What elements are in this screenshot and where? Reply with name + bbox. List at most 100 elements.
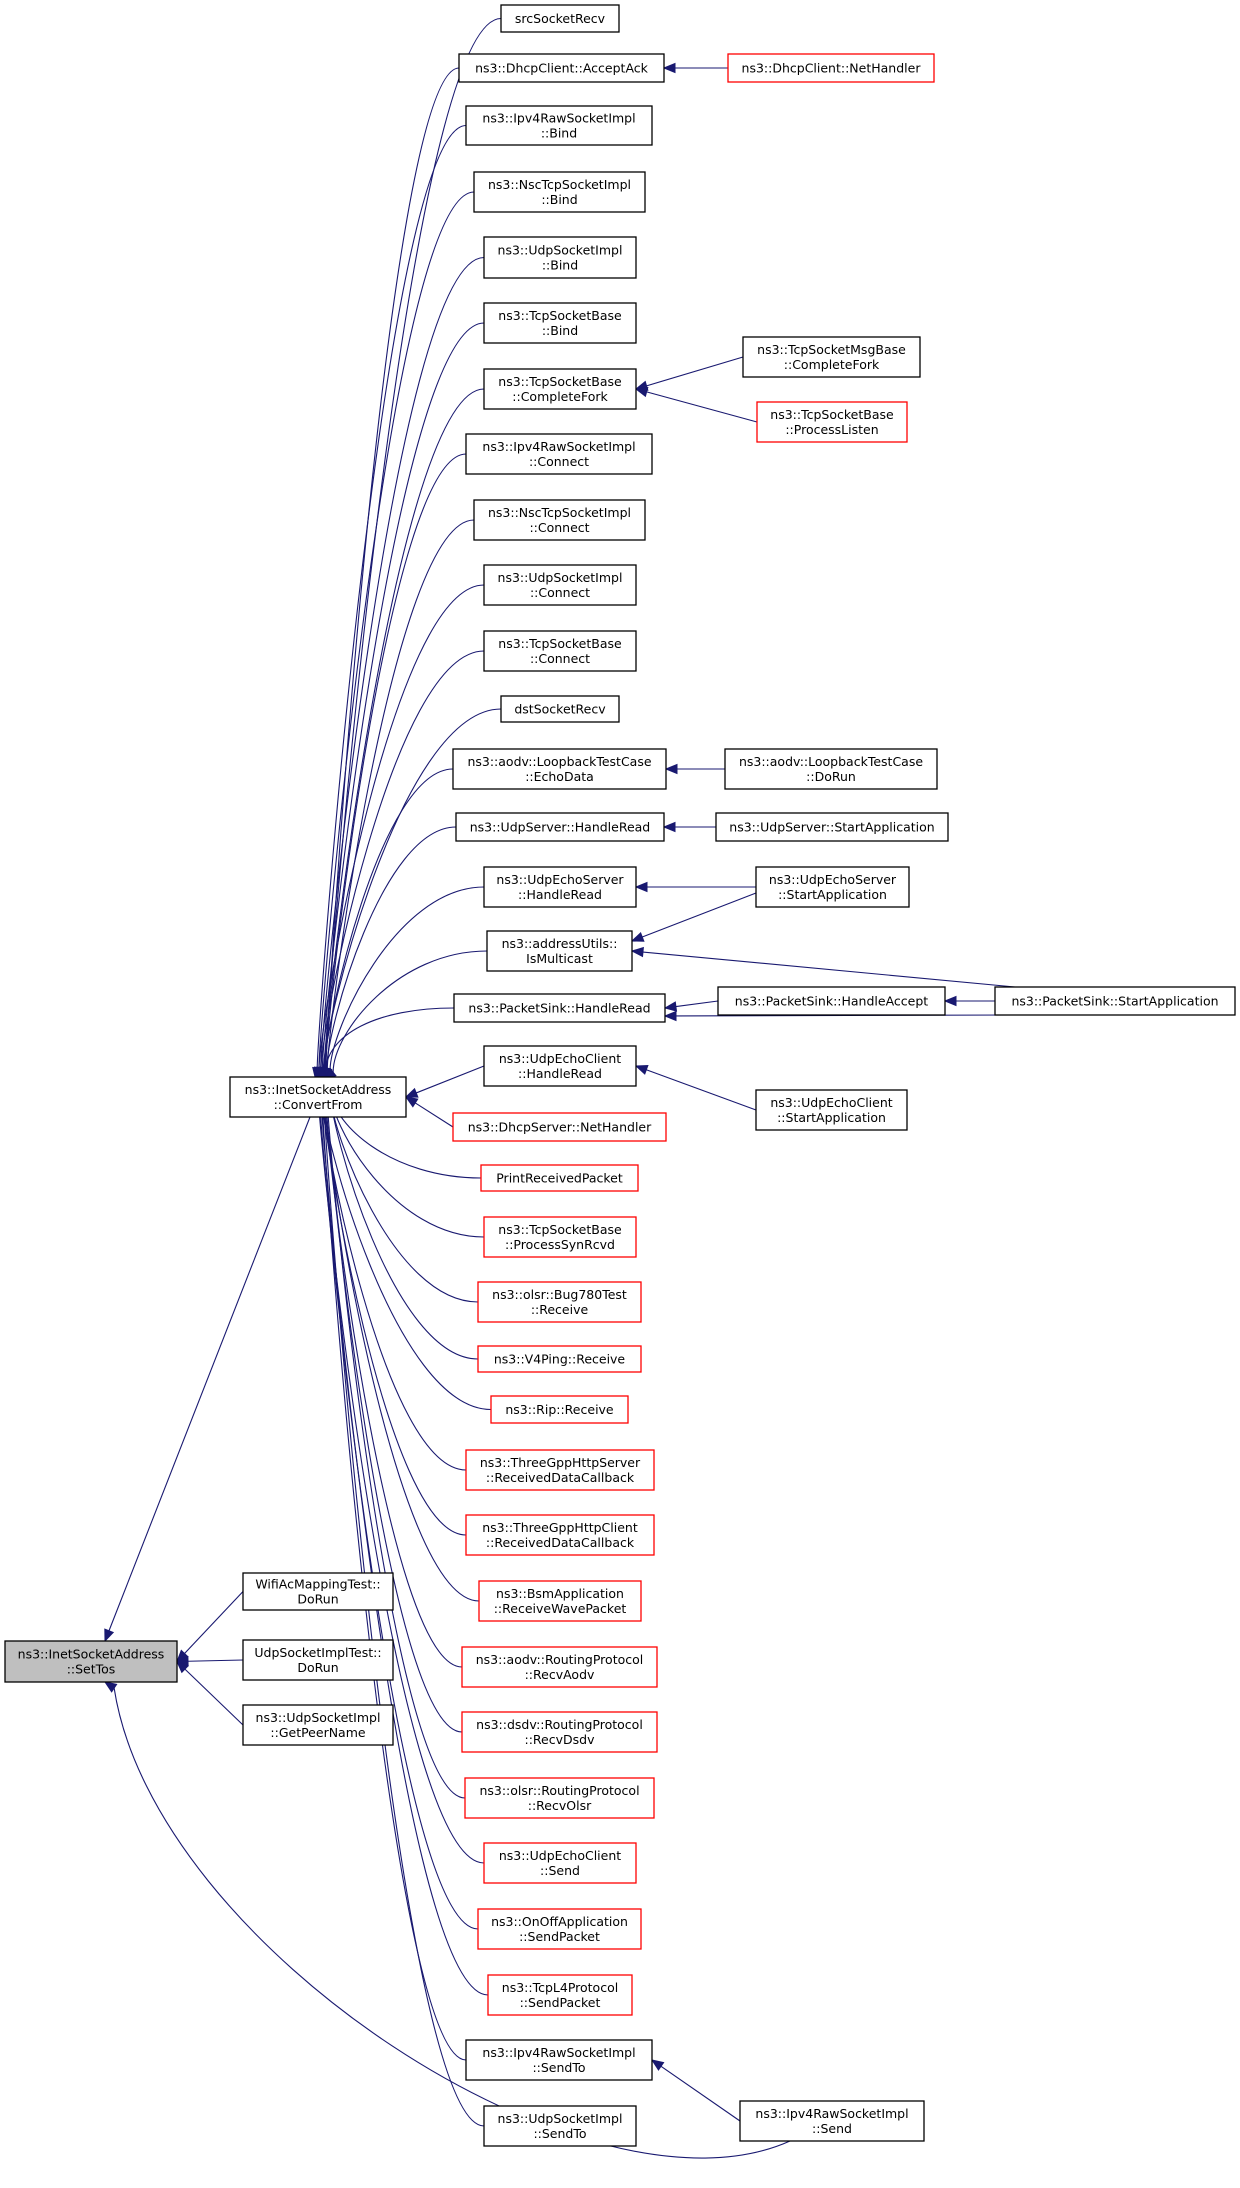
node-olsrbug[interactable]: ns3::olsr::Bug780Test::Receive [477, 1281, 642, 1323]
node-box [461, 1711, 658, 1753]
call-edge [414, 1102, 454, 1128]
node-udpsendto[interactable]: ns3::UdpSocketImpl::SendTo [483, 2105, 637, 2147]
node-box [715, 812, 949, 842]
node-echoclienthr[interactable]: ns3::UdpEchoClient::HandleRead [483, 1045, 637, 1087]
node-tcplisten[interactable]: ns3::TcpSocketBase::ProcessListen [756, 401, 908, 443]
node-box [477, 1908, 642, 1950]
call-edge [675, 1000, 719, 1008]
node-httpserver[interactable]: ns3::ThreeGppHttpServer::ReceivedDataCal… [465, 1449, 655, 1491]
call-edge [416, 1065, 485, 1094]
node-rip[interactable]: ns3::Rip::Receive [490, 1395, 629, 1424]
node-tcpmsgcomplete[interactable]: ns3::TcpSocketMsgBase::CompleteFork [742, 336, 921, 378]
node-aodvecho[interactable]: ns3::aodv::LoopbackTestCase::EchoData [452, 748, 667, 790]
node-tcpcomplete[interactable]: ns3::TcpSocketBase::CompleteFork [483, 368, 637, 410]
node-label: ns3::Ipv4RawSocketImpl [482, 2045, 635, 2060]
node-box [724, 748, 938, 790]
node-box [727, 53, 935, 83]
node-ipv4sendto[interactable]: ns3::Ipv4RawSocketImpl::SendTo [465, 2039, 653, 2081]
call-edge [326, 826, 457, 1070]
node-onoff[interactable]: ns3::OnOffApplication::SendPacket [477, 1908, 642, 1950]
call-edge [318, 191, 475, 1069]
node-settos[interactable]: ns3::InetSocketAddress::SetTos [4, 1640, 178, 1683]
node-convertfrom[interactable]: ns3::InetSocketAddress::ConvertFrom [229, 1076, 407, 1118]
node-udpgetpeer[interactable]: ns3::UdpSocketImpl::GetPeerName [242, 1704, 394, 1746]
node-box [486, 930, 633, 972]
node-udpserversa[interactable]: ns3::UdpServer::StartApplication [715, 812, 949, 842]
node-box [483, 1045, 637, 1087]
node-udpbind[interactable]: ns3::UdpSocketImpl::Bind [483, 236, 637, 279]
node-label: ns3::InetSocketAddress [18, 1647, 165, 1662]
node-sinkha[interactable]: ns3::PacketSink::HandleAccept [717, 986, 946, 1016]
call-edge [319, 1089, 489, 1996]
node-srcrecv[interactable]: srcSocketRecv [500, 4, 620, 33]
node-dhcpserver[interactable]: ns3::DhcpServer::NetHandler [452, 1112, 667, 1142]
node-label: ns3::dsdv::RoutingProtocol [476, 1717, 643, 1732]
node-echoclientsend[interactable]: ns3::UdpEchoClient::Send [483, 1842, 637, 1884]
node-box [453, 993, 666, 1023]
node-udpconnect[interactable]: ns3::UdpSocketImpl::Connect [483, 564, 637, 606]
node-label: ::ReceivedDataCallback [486, 1470, 635, 1485]
node-label: ns3::PacketSink::HandleAccept [735, 994, 928, 1009]
node-printrecv[interactable]: PrintReceivedPacket [480, 1164, 639, 1192]
arrowhead [404, 1087, 419, 1098]
node-label: ::Send [540, 1863, 580, 1878]
node-label: ns3::olsr::RoutingProtocol [479, 1783, 639, 1798]
node-tcpbind[interactable]: ns3::TcpSocketBase::Bind [483, 302, 637, 344]
node-tcpl4[interactable]: ns3::TcpL4Protocol::SendPacket [487, 1974, 633, 2016]
node-bsm[interactable]: ns3::BsmApplication::ReceiveWavePacket [478, 1580, 642, 1622]
node-box [473, 171, 646, 213]
node-sinksa[interactable]: ns3::PacketSink::StartApplication [994, 986, 1236, 1016]
node-label: ns3::DhcpClient::NetHandler [742, 61, 922, 76]
arrowhead [176, 1660, 189, 1674]
call-edge [320, 1089, 467, 1471]
node-tcpsynrcvd[interactable]: ns3::TcpSocketBase::ProcessSynRcvd [483, 1216, 637, 1258]
node-box [483, 2105, 637, 2147]
node-label: PrintReceivedPacket [496, 1171, 623, 1186]
node-tcpconnect[interactable]: ns3::TcpSocketBase::Connect [483, 630, 637, 672]
node-box [477, 1345, 642, 1373]
node-dhcpack[interactable]: ns3::DhcpClient::AcceptAck [458, 53, 665, 83]
node-label: ns3::PacketSink::HandleRead [468, 1001, 650, 1016]
node-ipv4send[interactable]: ns3::Ipv4RawSocketImpl::Send [739, 2100, 925, 2142]
node-box [464, 1777, 655, 1819]
node-box [739, 2100, 925, 2142]
node-dstrecv[interactable]: dstSocketRecv [500, 695, 620, 723]
node-udpsockimpltest[interactable]: UdpSocketImplTest::DoRun [242, 1639, 394, 1681]
arrowhead [662, 62, 676, 74]
node-v4ping[interactable]: ns3::V4Ping::Receive [477, 1345, 642, 1373]
node-label: ns3::UdpServer::StartApplication [729, 820, 934, 835]
node-sinkhr[interactable]: ns3::PacketSink::HandleRead [453, 993, 666, 1023]
node-dhcpnet[interactable]: ns3::DhcpClient::NetHandler [727, 53, 935, 83]
node-aodvdorun[interactable]: ns3::aodv::LoopbackTestCase::DoRun [724, 748, 938, 790]
call-edge [317, 1089, 485, 1864]
node-wifiac[interactable]: WifiAcMappingTest::DoRun [242, 1572, 394, 1611]
node-echoserversa[interactable]: ns3::UdpEchoServer::StartApplication [755, 866, 910, 908]
call-edge [321, 322, 485, 1069]
node-ismulticast[interactable]: ns3::addressUtils::IsMulticast [486, 930, 633, 972]
node-nscconnect[interactable]: ns3::NscTcpSocketImpl::Connect [473, 499, 646, 541]
nodes-layer: ns3::InetSocketAddress::SetTosns3::InetS… [4, 4, 1236, 2147]
node-box [483, 866, 637, 908]
node-echoclientsa[interactable]: ns3::UdpEchoClient::StartApplication [755, 1089, 908, 1131]
node-label: ns3::UdpSocketImpl [256, 1710, 381, 1725]
node-label: ::ProcessListen [785, 422, 878, 437]
node-label: ::CompleteFork [784, 357, 880, 372]
node-olsrrecv[interactable]: ns3::olsr::RoutingProtocol::RecvOlsr [464, 1777, 655, 1819]
node-label: ::StartApplication [778, 887, 887, 902]
node-nscbind[interactable]: ns3::NscTcpSocketImpl::Bind [473, 171, 646, 213]
node-echoserverhr[interactable]: ns3::UdpEchoServer::HandleRead [483, 866, 637, 908]
node-label: ns3::aodv::LoopbackTestCase [467, 754, 651, 769]
node-ipv4connect[interactable]: ns3::Ipv4RawSocketImpl::Connect [465, 433, 653, 475]
node-httpclient[interactable]: ns3::ThreeGppHttpClient::ReceivedDataCal… [465, 1514, 655, 1556]
node-aodvrecv[interactable]: ns3::aodv::RoutingProtocol::RecvAodv [461, 1646, 658, 1688]
call-edge [187, 1659, 244, 1662]
node-label: ::SendPacket [519, 1929, 600, 1944]
node-label: ns3::ThreeGppHttpServer [480, 1455, 641, 1470]
node-label: ::SendPacket [520, 1995, 601, 2010]
node-ipv4bind[interactable]: ns3::Ipv4RawSocketImpl::Bind [465, 105, 653, 146]
call-edge [322, 1089, 485, 2127]
call-edge [184, 1591, 244, 1654]
node-dsdvrecv[interactable]: ns3::dsdv::RoutingProtocol::RecvDsdv [461, 1711, 658, 1753]
node-label: ns3::aodv::LoopbackTestCase [739, 754, 923, 769]
node-udpserverhr[interactable]: ns3::UdpServer::HandleRead [455, 812, 665, 842]
